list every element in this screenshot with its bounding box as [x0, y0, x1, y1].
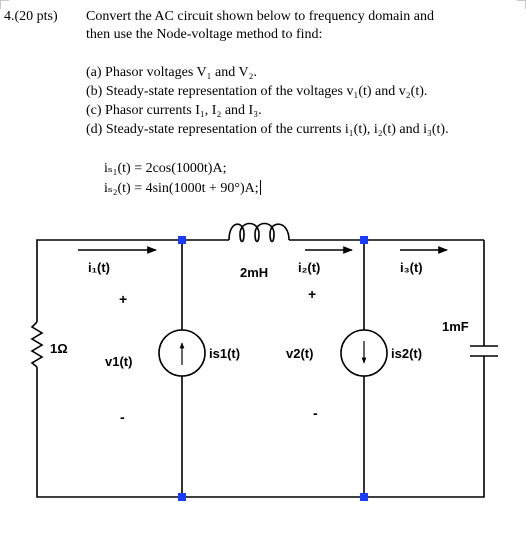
- node-marker-top-left: [178, 236, 186, 244]
- source-2-definition: iₛ₂(t) = 4sin(1000t + 90°)A;: [104, 180, 261, 197]
- corner-mark-left: [0, 0, 9, 9]
- source-2-text: iₛ₂(t) = 4sin(1000t + 90°)A;: [104, 181, 259, 196]
- v2-plus-sign: +: [308, 286, 316, 302]
- current-label-i2: i₂(t): [298, 260, 320, 275]
- source-1-definition: iₛ₁(t) = 2cos(1000t)A;: [104, 161, 227, 176]
- current-source-2: [340, 329, 388, 377]
- text-cursor: [259, 180, 261, 195]
- top-wire-left: [36, 239, 229, 322]
- capacitor-label: 1mF: [442, 319, 469, 334]
- part-c: (c) Phasor currents I₁, I₂ and I₃.: [86, 103, 262, 118]
- v1-minus-sign: -: [120, 409, 125, 425]
- voltage-label-v2: v2(t): [286, 346, 313, 361]
- inductor-coil: [228, 222, 290, 243]
- current-label-i1: i₁(t): [88, 260, 110, 275]
- part-a: (a) Phasor voltages V₁ and V₂.: [86, 65, 257, 80]
- inductor-label: 2mH: [240, 265, 268, 280]
- node-marker-top-right: [360, 236, 368, 244]
- v2-minus-sign: -: [313, 405, 318, 421]
- bottom-wire: [36, 356, 485, 498]
- v1-plus-sign: +: [119, 291, 127, 307]
- voltage-label-v1: v1(t): [105, 354, 132, 369]
- problem-statement-line-2: then use the Node-voltage method to find…: [86, 27, 323, 42]
- current-label-i3: i₃(t): [400, 260, 423, 275]
- node-marker-bottom-left: [178, 493, 186, 501]
- problem-number: 4.(20 pts): [4, 9, 58, 24]
- part-b: (b) Steady-state representation of the v…: [86, 84, 428, 99]
- current-source-1: [158, 329, 206, 377]
- source-label-is2: is2(t): [391, 346, 422, 361]
- resistor-zigzag: [30, 321, 44, 368]
- node-marker-bottom-right: [360, 493, 368, 501]
- source-label-is1: is1(t): [209, 346, 240, 361]
- problem-statement-line-1: Convert the AC circuit shown below to fr…: [86, 9, 434, 24]
- resistor-label: 1Ω: [50, 341, 68, 356]
- part-d: (d) Steady-state representation of the c…: [86, 122, 449, 137]
